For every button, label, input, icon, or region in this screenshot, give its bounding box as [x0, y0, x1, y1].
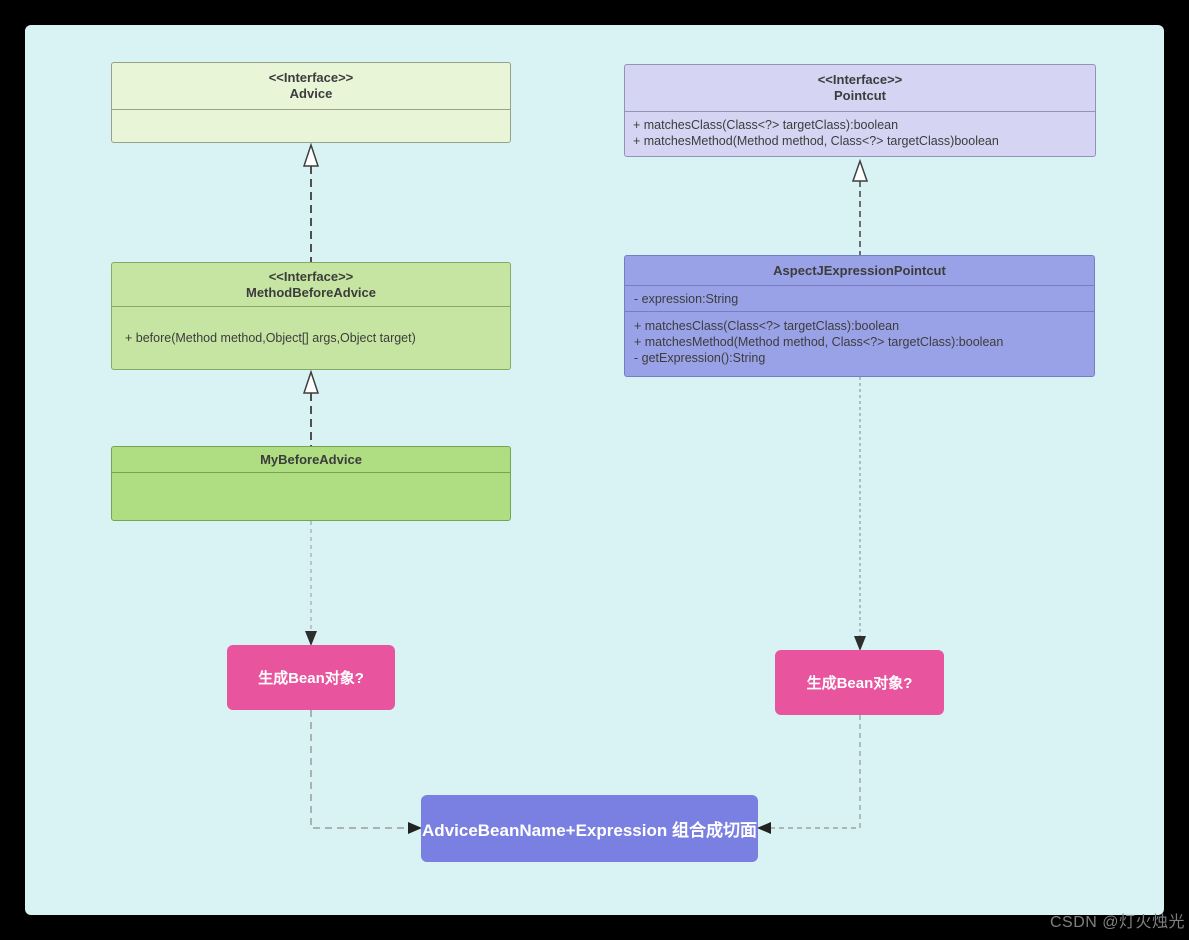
stereotype-label: <<Interface>>	[268, 268, 354, 284]
class-name: Advice	[289, 86, 333, 101]
method-item: - getExpression():String	[634, 351, 766, 365]
note-generate-bean-right: 生成Bean对象?	[775, 650, 944, 715]
filled-arrowhead-right	[408, 822, 422, 834]
class-box-method-before-advice: <<Interface>> MethodBeforeAdvice + befor…	[111, 262, 511, 370]
diagram-canvas: <<Interface>> Advice <<Interface>> Metho…	[25, 25, 1164, 915]
method-item: + before(Method method,Object[] args,Obj…	[125, 331, 416, 345]
note-label: 生成Bean对象?	[258, 670, 364, 687]
class-attributes: - expression:String	[625, 286, 1094, 312]
method-item: + matchesClass(Class<?> targetClass):boo…	[633, 118, 899, 132]
class-methods: + matchesClass(Class<?> targetClass):boo…	[625, 312, 1094, 372]
note-label: 生成Bean对象?	[806, 675, 913, 692]
stereotype-label: <<Interface>>	[268, 70, 354, 85]
class-box-my-before-advice: MyBeforeAdvice	[111, 446, 511, 521]
filled-arrowhead-down	[305, 631, 317, 646]
hollow-triangle-arrowhead	[851, 158, 869, 182]
note-advice-expression-aspect: AdviceBeanName+Expression 组合成切面	[421, 795, 758, 862]
class-header: <<Interface>> Pointcut	[625, 65, 1095, 112]
method-item: + matchesMethod(Method method, Class<?> …	[634, 335, 1004, 349]
class-box-pointcut: <<Interface>> Pointcut + matchesClass(Cl…	[624, 64, 1096, 157]
watermark-text: CSDN @灯火烛光	[1049, 914, 1185, 931]
class-name: MyBeforeAdvice	[260, 451, 362, 467]
class-header: <<Interface>> MethodBeforeAdvice	[112, 263, 510, 307]
class-box-advice: <<Interface>> Advice	[111, 62, 511, 143]
class-header: MyBeforeAdvice	[112, 447, 510, 473]
class-header: <<Interface>> Advice	[112, 63, 510, 110]
hollow-triangle-arrowhead	[302, 369, 320, 394]
stereotype-label: <<Interface>>	[817, 72, 903, 87]
method-item: + matchesMethod(Method method, Class<?> …	[633, 134, 999, 148]
class-name: MethodBeforeAdvice	[245, 284, 377, 300]
dependency-path-left-note-bottom	[310, 710, 408, 829]
note-generate-bean-left: 生成Bean对象?	[227, 645, 395, 710]
class-methods: + matchesClass(Class<?> targetClass):boo…	[625, 112, 1095, 154]
method-item: + matchesClass(Class<?> targetClass):boo…	[634, 319, 900, 333]
class-header: AspectJExpressionPointcut	[625, 256, 1094, 286]
class-methods: + before(Method method,Object[] args,Obj…	[112, 307, 510, 369]
hollow-triangle-arrowhead	[302, 142, 320, 167]
class-box-aspectj-expression-pointcut: AspectJExpressionPointcut - expression:S…	[624, 255, 1095, 377]
filled-arrowhead-down	[854, 636, 866, 651]
note-label: AdviceBeanName+Expression 组合成切面	[422, 821, 757, 840]
filled-arrowhead-left	[757, 822, 771, 834]
attribute-item: - expression:String	[634, 291, 739, 306]
class-name: Pointcut	[834, 88, 886, 103]
class-name: AspectJExpressionPointcut	[773, 262, 946, 278]
dependency-path-right-note-bottom	[771, 715, 861, 829]
